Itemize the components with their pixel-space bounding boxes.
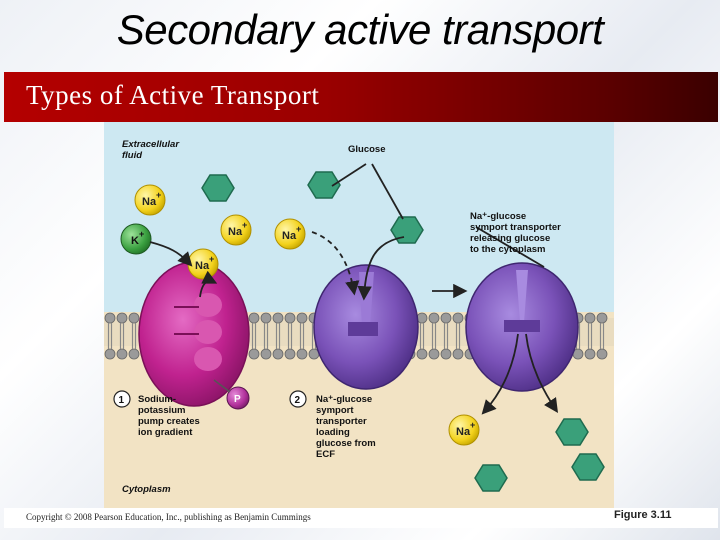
svg-text:K: K (131, 235, 139, 247)
step2-caption: 2 Na⁺-glucose symport transporter loadin… (289, 390, 376, 460)
svg-text:Na: Na (195, 260, 210, 272)
na-ion: Na + (134, 184, 166, 216)
svg-text:+: + (470, 420, 475, 430)
glucose-label: Glucose (348, 144, 386, 155)
na-ion: Na + (187, 248, 219, 280)
svg-text:Na: Na (282, 230, 297, 242)
symporter-releasing (465, 262, 579, 392)
svg-text:potassium: potassium (138, 405, 186, 416)
svg-text:transporter: transporter (316, 416, 367, 427)
figure-footer: Copyright © 2008 Pearson Education, Inc.… (4, 508, 718, 528)
svg-text:releasing glucose: releasing glucose (470, 233, 550, 244)
step1-caption: 1 Sodium- potassium pump creates ion gra… (113, 390, 200, 438)
svg-text:+: + (242, 220, 247, 230)
svg-text:symport transporter: symport transporter (470, 222, 561, 233)
na-ion: Na + (448, 414, 480, 446)
svg-text:+: + (296, 224, 301, 234)
na-ion: Na + (220, 214, 252, 246)
svg-text:glucose from: glucose from (316, 438, 376, 449)
svg-text:to the cytoplasm: to the cytoplasm (470, 244, 546, 255)
svg-text:ion gradient: ion gradient (138, 427, 193, 438)
step3-caption: Na⁺-glucose symport transporter releasin… (470, 211, 561, 255)
sodium-ions: Na + Na + Na + Na + Na + (134, 184, 480, 446)
extracellular-label-2: fluid (122, 150, 142, 161)
svg-text:1: 1 (119, 395, 125, 406)
svg-text:Sodium-: Sodium- (138, 394, 176, 405)
svg-text:P: P (234, 394, 241, 405)
slide-title: Secondary active transport (116, 6, 604, 53)
transport-diagram: Na + Na + Na + Na + Na + (104, 122, 614, 508)
svg-text:pump creates: pump creates (138, 416, 200, 427)
symporter-loading (313, 264, 419, 390)
cytoplasm-label: Cytoplasm (122, 484, 171, 495)
figure-labels: Extracellular fluid Glucose Cytoplasm (122, 139, 386, 495)
sodium-potassium-pump (138, 261, 250, 407)
banner-title: Types of Active Transport (26, 80, 320, 110)
svg-text:loading: loading (316, 427, 350, 438)
extracellular-label: Extracellular (122, 139, 180, 150)
svg-text:Na: Na (142, 196, 157, 208)
figure-number: Figure 3.11 (614, 509, 672, 521)
svg-text:Na⁺-glucose: Na⁺-glucose (316, 394, 372, 405)
na-ion: Na + (274, 218, 306, 250)
svg-text:+: + (209, 254, 214, 264)
phosphate-group: P (226, 386, 250, 410)
figure-banner: Types of Active Transport (4, 72, 718, 122)
svg-text:+: + (139, 229, 144, 239)
svg-text:symport: symport (316, 405, 354, 416)
svg-text:Na: Na (228, 226, 243, 238)
svg-text:Na: Na (456, 426, 471, 438)
svg-text:+: + (156, 190, 161, 200)
svg-text:Na⁺-glucose: Na⁺-glucose (470, 211, 526, 222)
potassium-ion: K + (120, 223, 152, 255)
svg-text:ECF: ECF (316, 449, 335, 460)
copyright-text: Copyright © 2008 Pearson Education, Inc.… (26, 512, 311, 522)
svg-text:2: 2 (295, 395, 301, 406)
transport-figure: Na + Na + Na + Na + Na + (104, 122, 614, 508)
transport-arrows (149, 163, 558, 415)
